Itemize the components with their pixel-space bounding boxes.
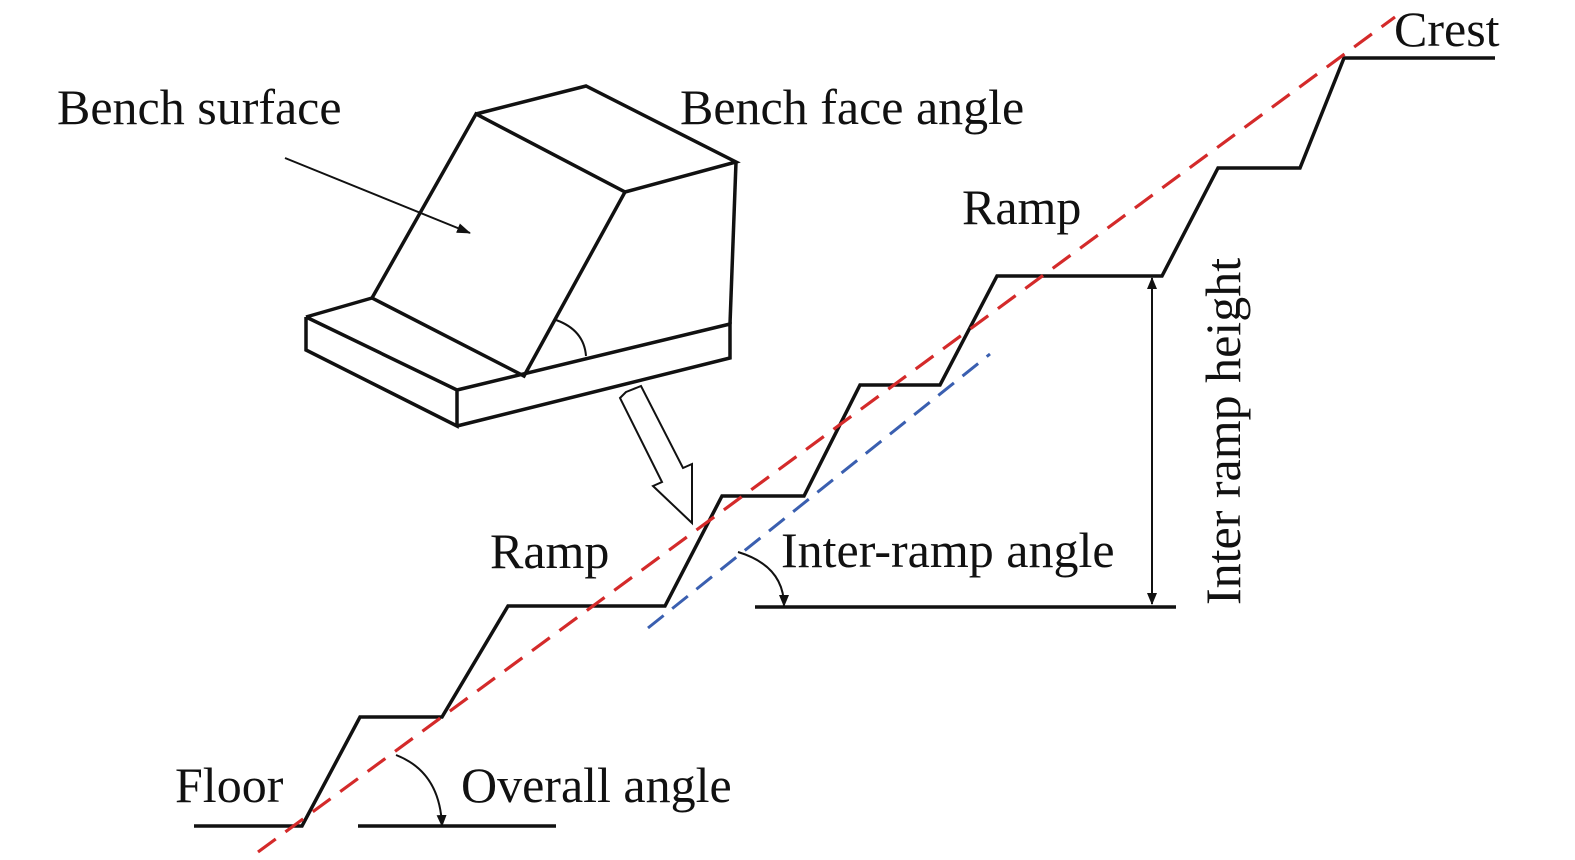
label-ramp-upper: Ramp (962, 179, 1081, 235)
label-overall-angle: Overall angle (461, 757, 732, 813)
label-bench-surface: Bench surface (57, 79, 342, 135)
hollow-down-arrow (618, 384, 693, 526)
inter-ramp-slope-line (647, 352, 991, 630)
label-ramp-lower: Ramp (490, 523, 609, 579)
label-crest: Crest (1394, 1, 1500, 57)
bench-base-slab (304, 296, 732, 429)
slope-profile (194, 56, 1495, 828)
label-floor: Floor (175, 757, 284, 813)
inter-ramp-angle-arc (737, 551, 789, 607)
bench-top (475, 84, 741, 194)
bench-surface-pointer-arrow (284, 157, 471, 234)
label-inter-ramp-height: Inter ramp height (1195, 258, 1251, 605)
overall-slope-line (257, 15, 1396, 854)
bench-face-angle-arc (555, 319, 587, 357)
bench-face (370, 111, 628, 379)
bench-block-3d (304, 84, 741, 429)
label-inter-ramp-angle: Inter-ramp angle (781, 522, 1115, 578)
bench-side (728, 161, 738, 325)
label-bench-face-angle: Bench face angle (680, 79, 1024, 135)
overall-angle-arc (395, 754, 447, 827)
